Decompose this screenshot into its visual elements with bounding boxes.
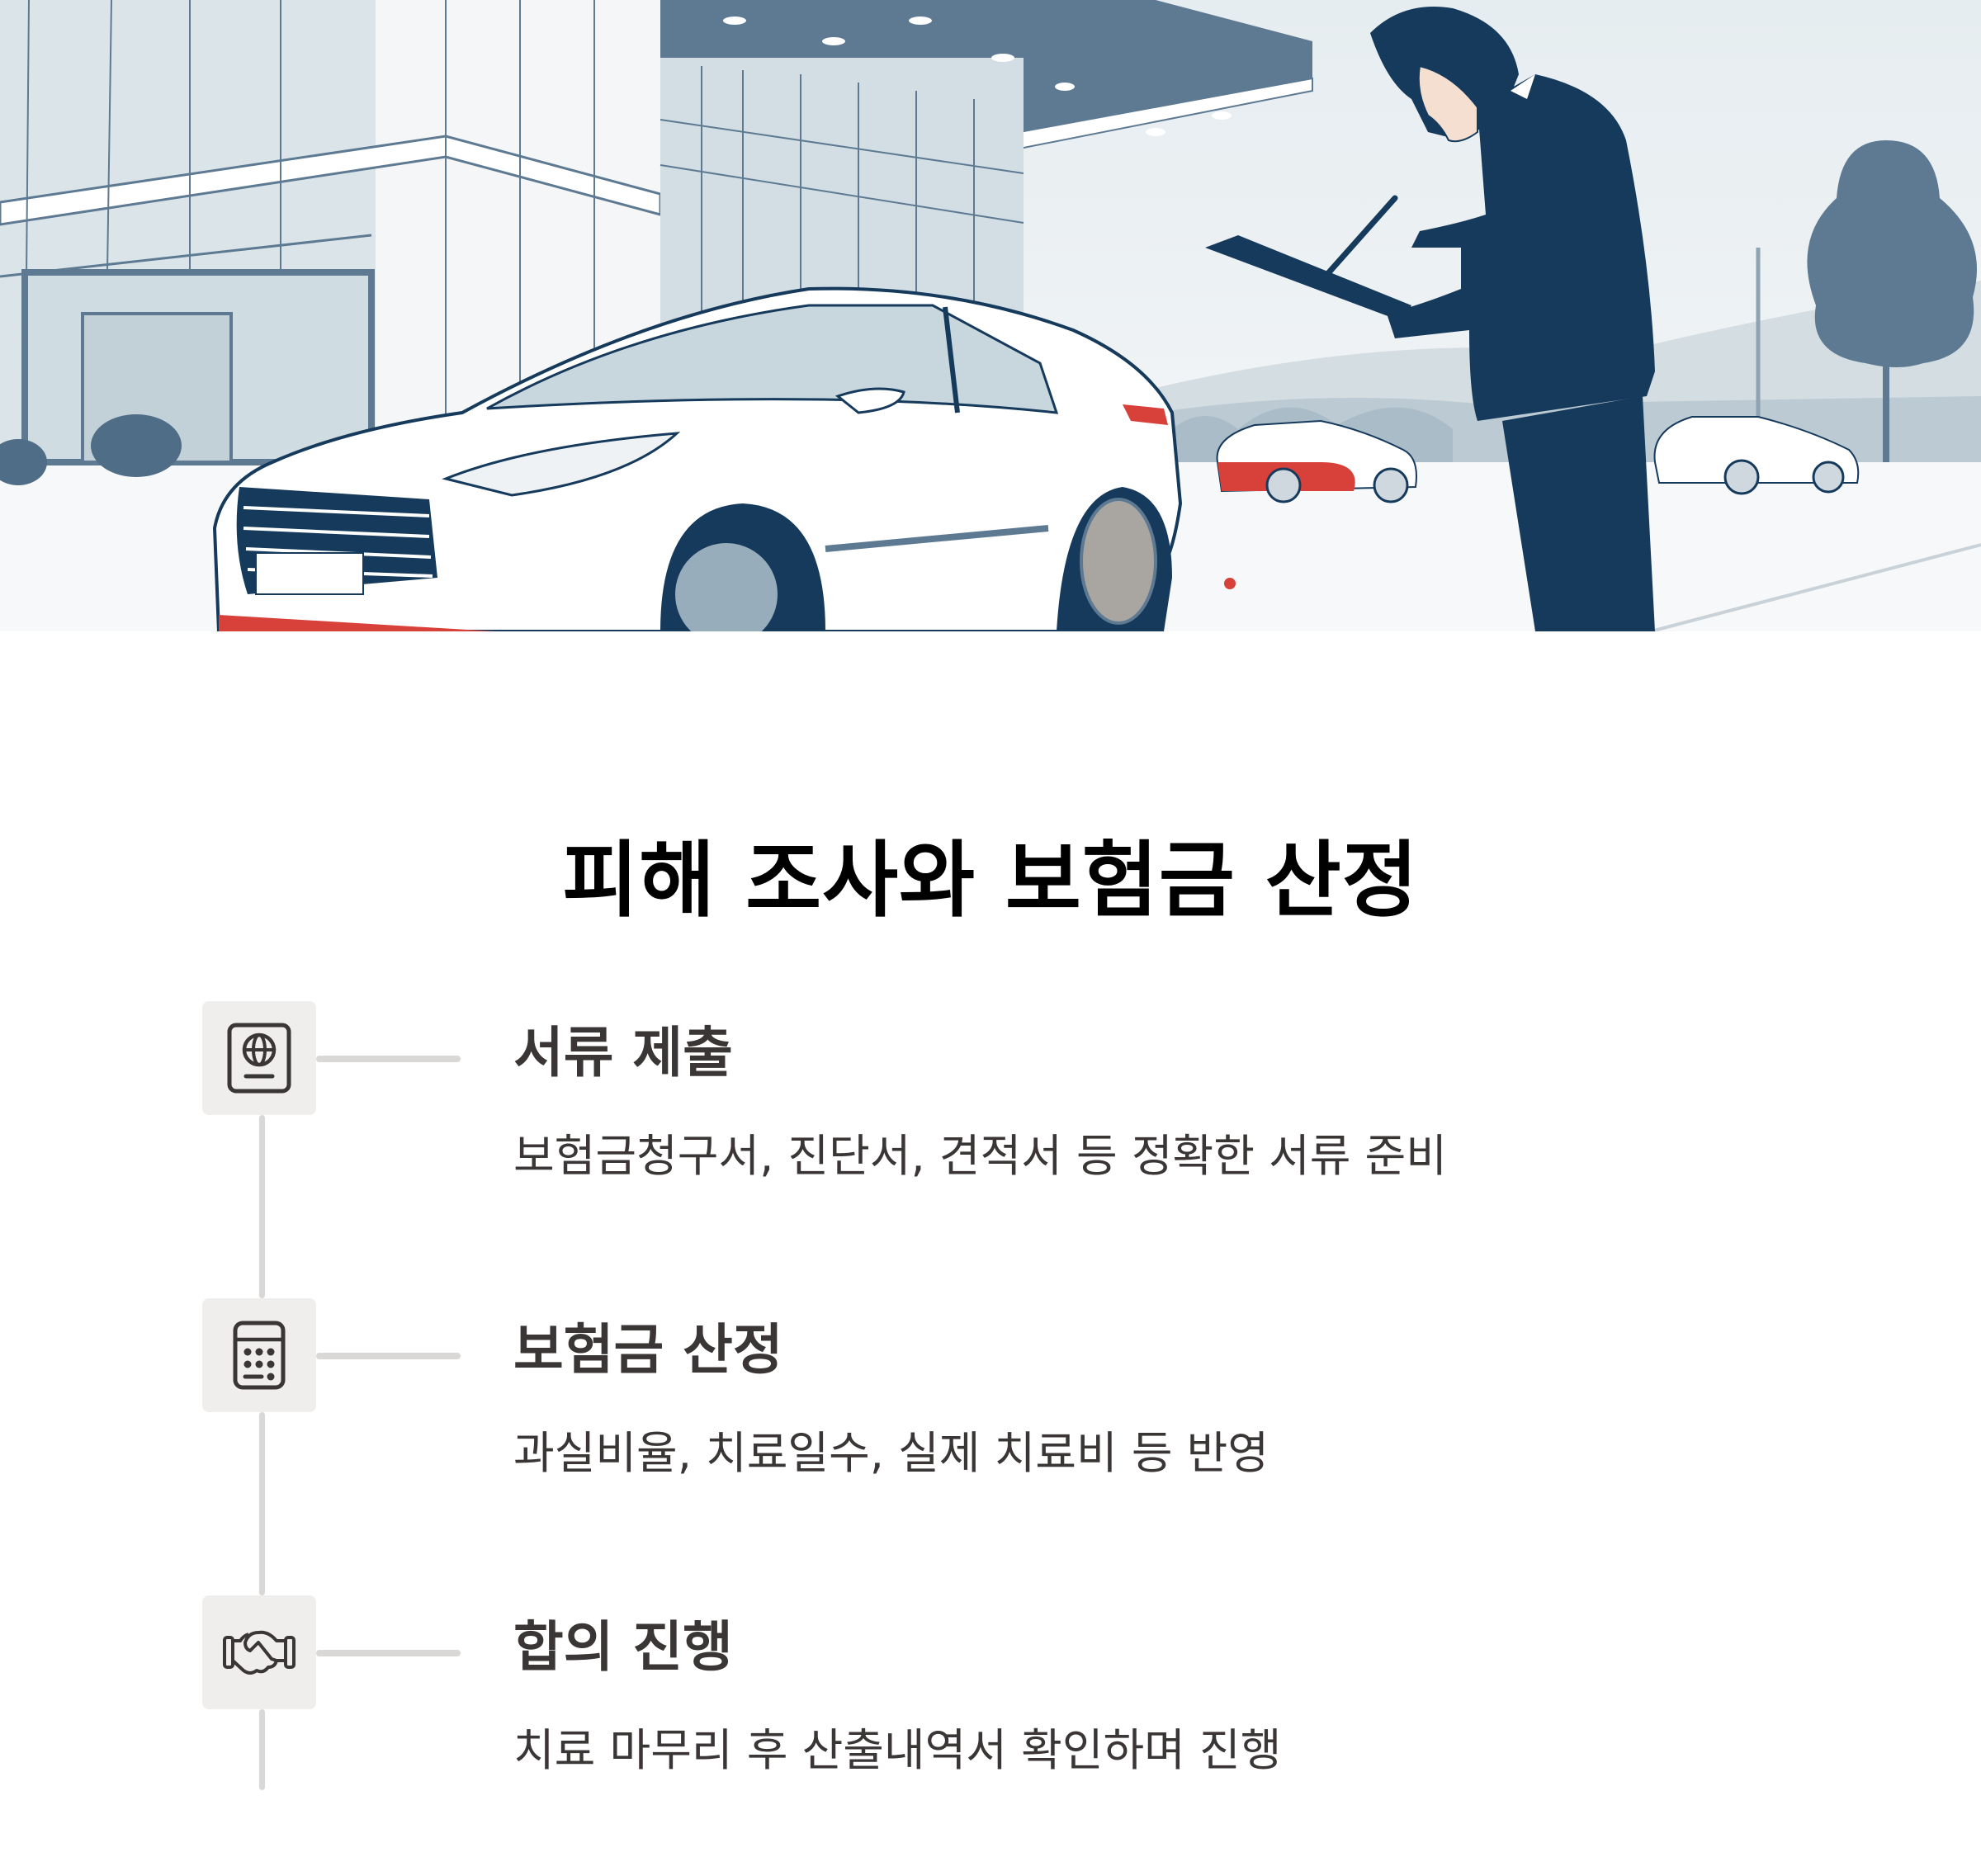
step-icon-box [202,1001,316,1115]
timeline-connector-horizontal [316,1650,461,1656]
hero-illustration [0,0,1981,631]
timeline-connector-horizontal [316,1353,461,1359]
step-title: 보험금 산정 [513,1318,783,1382]
step-description: 과실비율, 치료일수, 실제 치료비 등 반영 [513,1427,1269,1479]
passport-icon [227,1023,291,1094]
step-icon-box [202,1595,316,1709]
timeline-connector-horizontal [316,1056,461,1062]
page-title: 피해 조사와 보험금 산정 [562,832,1419,929]
timeline-connector-vertical [259,1115,265,1298]
step-title: 서류 제출 [513,1021,733,1084]
insurance-adjuster-scene-image [0,0,1981,631]
timeline-connector-vertical [259,1412,265,1595]
step-title: 합의 진행 [513,1615,733,1679]
step-icon-box [202,1298,316,1412]
timeline-connector-vertical [259,1709,265,1790]
step-description: 보험금청구서, 진단서, 견적서 등 정확한 서류 준비 [513,1130,1447,1182]
handshake-icon [223,1630,295,1675]
step-description: 치료 마무리 후 산출내역서 확인하며 진행 [513,1724,1282,1776]
calculator-icon [233,1321,286,1390]
